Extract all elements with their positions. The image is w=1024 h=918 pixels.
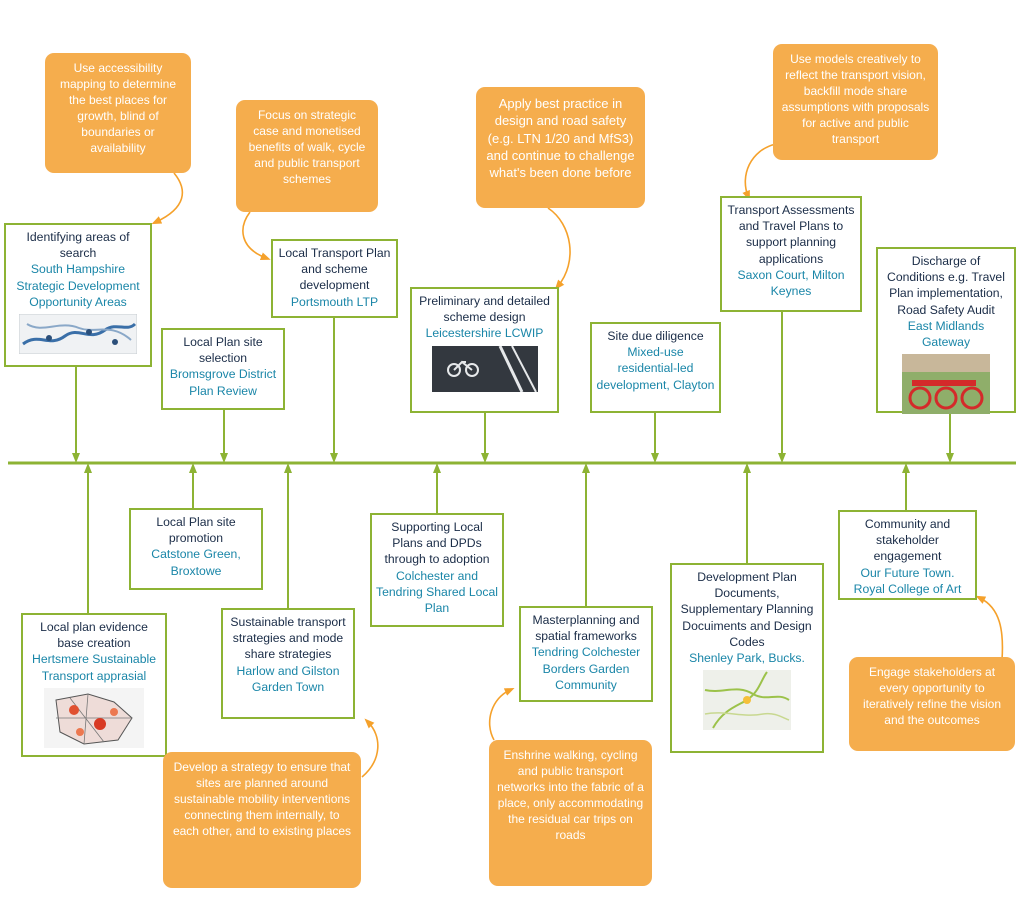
stage-example: Leicestershire LCWIP bbox=[425, 326, 544, 341]
stage-site-promotion: Local Plan site promotion Catstone Green… bbox=[129, 508, 263, 590]
stage-title: Preliminary and detailed scheme design bbox=[419, 294, 550, 325]
note-arrow-5 bbox=[361, 718, 379, 778]
stage-example: Tendring Colchester Borders Garden Commu… bbox=[531, 645, 641, 692]
stage-scheme-design: Preliminary and detailed scheme design L… bbox=[410, 287, 559, 413]
stage-example: Harlow and Gilston Garden Town bbox=[236, 663, 340, 694]
note-engage-stakeholders: Engage stakeholders at every opportunity… bbox=[849, 657, 1015, 751]
stage-example: East Midlands Gateway bbox=[907, 318, 985, 350]
stage-community-engagement: Community and stakeholder engagement Our… bbox=[838, 510, 977, 600]
stage-discharge-of-conditions: Discharge of Conditions e.g. Travel Plan… bbox=[876, 247, 1016, 415]
stage-title: Local Transport Plan and scheme developm… bbox=[278, 246, 391, 293]
stage-example: Colchester and Tendring Shared Local Pla… bbox=[376, 568, 498, 616]
stage-example: Bromsgrove District Plan Review bbox=[169, 367, 277, 398]
stage-title: Site due diligence bbox=[607, 329, 704, 343]
stage-title: Masterplanning and spatial frameworks bbox=[532, 613, 640, 644]
stage-title: Discharge of Conditions e.g. Travel Plan… bbox=[887, 254, 1005, 317]
stage-site-due-diligence: Site due diligence Mixed-use residential… bbox=[590, 322, 721, 413]
note-arrow-2 bbox=[242, 211, 271, 260]
stage-title: Sustainable transport strategies and mod… bbox=[230, 615, 346, 662]
note-arrow-3 bbox=[547, 207, 571, 290]
stage-local-plan-site-selection: Local Plan site selection Bromsgrove Dis… bbox=[161, 328, 285, 410]
stage-title: Transport Assessments and Travel Plans t… bbox=[727, 203, 855, 266]
network-map-thumbnail bbox=[703, 670, 791, 731]
stage-example: Shenley Park, Bucks. bbox=[689, 651, 805, 666]
note-best-practice: Apply best practice in design and road s… bbox=[476, 87, 645, 208]
stage-local-transport-plan: Local Transport Plan and scheme developm… bbox=[271, 239, 398, 318]
stage-development-plan-documents: Development Plan Documents, Supplementar… bbox=[670, 563, 824, 753]
accessibility-map-thumbnail bbox=[19, 314, 137, 355]
hire-bikes-photo bbox=[902, 354, 990, 415]
stage-example: Hertsmere Sustainable Transport apprasia… bbox=[32, 652, 156, 683]
stage-title: Local plan evidence base creation bbox=[40, 620, 148, 651]
stage-evidence-base: Local plan evidence base creation Hertsm… bbox=[21, 613, 167, 757]
stage-masterplanning: Masterplanning and spatial frameworks Te… bbox=[519, 606, 653, 702]
note-strategic-case: Focus on strategic case and monetised be… bbox=[236, 100, 378, 212]
stage-title: Development Plan Documents, Supplementar… bbox=[680, 570, 814, 649]
stage-supporting-local-plans: Supporting Local Plans and DPDs through … bbox=[370, 513, 504, 627]
stage-transport-assessments: Transport Assessments and Travel Plans t… bbox=[720, 196, 862, 312]
note-accessibility-mapping: Use accessibility mapping to determine t… bbox=[45, 53, 191, 173]
stage-example: Mixed-use residential-led development, C… bbox=[596, 345, 715, 392]
note-arrow-1 bbox=[151, 172, 184, 225]
stage-example: Saxon Court, Milton Keynes bbox=[737, 267, 845, 299]
note-arrow-4 bbox=[742, 143, 777, 201]
stage-example: Portsmouth LTP bbox=[290, 294, 379, 309]
stage-example: South Hampshire Strategic Development Op… bbox=[16, 262, 140, 309]
stage-identifying-areas: Identifying areas of search South Hampsh… bbox=[4, 223, 152, 367]
stage-title: Community and stakeholder engagement bbox=[864, 517, 951, 564]
note-enshrine-networks: Enshrine walking, cycling and public tra… bbox=[489, 740, 652, 886]
stage-example: Our Future Town. Royal College of Art bbox=[853, 565, 962, 596]
note-arrow-6 bbox=[488, 687, 515, 741]
stage-example: Catstone Green, Broxtowe bbox=[151, 547, 241, 578]
cycle-lane-photo bbox=[431, 345, 538, 392]
heatmap-thumbnail bbox=[44, 687, 144, 748]
note-arrow-7 bbox=[975, 595, 1004, 661]
note-develop-strategy: Develop a strategy to ensure that sites … bbox=[163, 752, 361, 888]
note-models-creatively: Use models creatively to reflect the tra… bbox=[773, 44, 938, 160]
stage-title: Local Plan site selection bbox=[183, 335, 263, 366]
stage-title: Identifying areas of search bbox=[26, 230, 130, 261]
stage-title: Local Plan site promotion bbox=[156, 515, 236, 546]
stage-sustainable-transport-strategies: Sustainable transport strategies and mod… bbox=[221, 608, 355, 719]
stage-title: Supporting Local Plans and DPDs through … bbox=[384, 520, 490, 567]
